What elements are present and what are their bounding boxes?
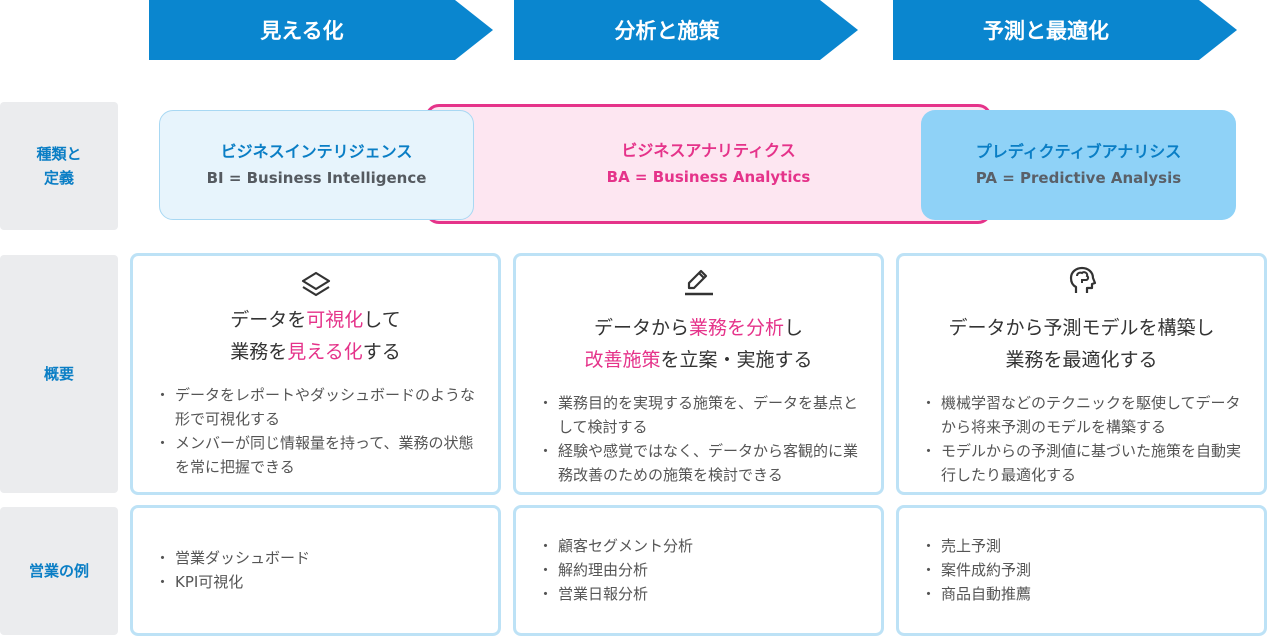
list-item: 解約理由分析 [538,558,867,582]
overview-card-bi: データを可視化して 業務を見える化する データをレポートやダッシュボードのような… [130,253,501,495]
list-item: モデルからの予測値に基づいた施策を自動実行したり最適化する [921,439,1250,487]
overview-headline: データを可視化して 業務を見える化する [230,309,401,363]
example-bullets: 顧客セグメント分析 解約理由分析 営業日報分析 [538,534,867,606]
definition-pa: プレディクティブアナリシス PA = Predictive Analysis [921,110,1236,220]
stage-label: 分析と施策 [614,19,720,43]
list-item: 案件成約予測 [921,558,1250,582]
list-item: 営業ダッシュボード [155,546,484,570]
list-item: KPI可視化 [155,570,484,594]
layers-icon [301,271,330,297]
overview-card-pa: データから予測モデルを構築し 業務を最適化する 機械学習などのテクニックを駆使し… [896,253,1267,495]
list-item: メンバーが同じ情報量を持って、業務の状態を常に把握できる [155,431,484,479]
list-item: 売上予測 [921,534,1250,558]
brain-head-icon [1069,266,1096,293]
stage-label: 予測と最適化 [983,19,1109,43]
overview-bullets: 機械学習などのテクニックを駆使してデータから将来予測のモデルを構築する モデルか… [921,391,1250,487]
example-card-pa: 売上予測 案件成約予測 商品自動推薦 [896,505,1267,636]
row-label-examples: 営業の例 [0,507,118,635]
stage-label: 見える化 [260,19,344,43]
list-item: 機械学習などのテクニックを駆使してデータから将来予測のモデルを構築する [921,391,1250,439]
definition-subtitle: BA = Business Analytics [606,168,811,186]
overview-headline: データから予測モデルを構築し 業務を最適化する [948,317,1215,371]
overview-bullets: データをレポートやダッシュボードのような形で可視化する メンバーが同じ情報量を持… [155,383,484,479]
example-bullets: 営業ダッシュボード KPI可視化 [155,546,484,594]
definition-title: ビジネスアナリティクス [621,141,796,160]
definition-ba: ビジネスアナリティクス BA = Business Analytics [425,104,992,224]
example-bullets: 売上予測 案件成約予測 商品自動推薦 [921,534,1250,606]
definition-subtitle: BI = Business Intelligence [206,169,427,187]
pen-icon [684,269,713,296]
row-label-definition: 種類と 定義 [0,102,118,230]
list-item: 顧客セグメント分析 [538,534,867,558]
stage-prediction: 予測と最適化 [893,0,1237,60]
example-card-bi: 営業ダッシュボード KPI可視化 [130,505,501,636]
definition-title: プレディクティブアナリシス [975,142,1182,161]
overview-bullets: 業務目的を実現する施策を、データを基点として検討する 経験や感覚ではなく、データ… [538,391,867,487]
overview-card-ba: データから業務を分析し 改善施策を立案・実施する 業務目的を実現する施策を、デー… [513,253,884,495]
list-item: 商品自動推薦 [921,582,1250,606]
row-label-overview: 概要 [0,255,118,493]
list-item: 経験や感覚ではなく、データから客観的に業務改善のための施策を検討できる [538,439,867,487]
stage-visualization: 見える化 [149,0,493,60]
list-item: 業務目的を実現する施策を、データを基点として検討する [538,391,867,439]
list-item: 営業日報分析 [538,582,867,606]
overview-headline: データから業務を分析し 改善施策を立案・実施する [584,317,813,371]
definition-bi: ビジネスインテリジェンス BI = Business Intelligence [159,110,474,220]
definition-subtitle: PA = Predictive Analysis [975,169,1182,187]
example-card-ba: 顧客セグメント分析 解約理由分析 営業日報分析 [513,505,884,636]
stage-analysis: 分析と施策 [514,0,858,60]
list-item: データをレポートやダッシュボードのような形で可視化する [155,383,484,431]
definition-title: ビジネスインテリジェンス [220,142,413,161]
